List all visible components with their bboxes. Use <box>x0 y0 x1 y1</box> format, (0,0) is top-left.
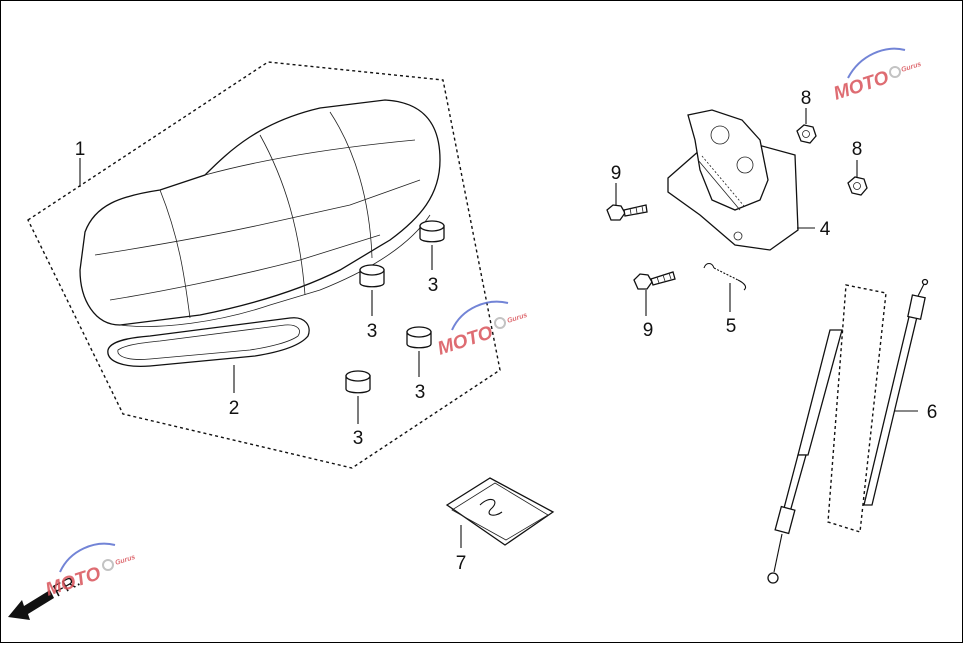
leader-lines <box>79 108 918 548</box>
watermark-gear-icon <box>494 317 506 329</box>
seat-part[interactable] <box>79 99 441 327</box>
watermark-gear-icon <box>102 559 114 571</box>
watermark-bottom-left: MOTO Gurus <box>43 542 136 601</box>
svg-text:MOTO: MOTO <box>831 67 892 105</box>
callout-3-b: 3 <box>367 321 378 342</box>
watermark-swoosh-icon <box>59 542 116 573</box>
seat-group-boundary <box>27 61 501 469</box>
bolt-2[interactable] <box>633 271 676 290</box>
callout-5: 5 <box>726 316 737 337</box>
watermark-top-right: MOTO Gurus <box>831 47 922 105</box>
owner-manual-part[interactable] <box>445 477 555 546</box>
bolt-1[interactable] <box>606 204 648 221</box>
watermark-swoosh-icon <box>847 47 906 79</box>
callout-3-d: 3 <box>353 428 364 449</box>
callout-2: 2 <box>229 398 240 419</box>
watermark-center: MOTO Gurus <box>435 300 528 360</box>
seat-gasket-part[interactable] <box>107 317 310 368</box>
seat-cable-part[interactable] <box>767 278 929 584</box>
callout-8-a: 8 <box>801 88 812 109</box>
callout-9-a: 9 <box>611 163 622 184</box>
seat-lock-assembly[interactable] <box>667 109 799 251</box>
callout-7: 7 <box>456 553 467 574</box>
callout-1: 1 <box>75 139 86 160</box>
callout-3-a: 3 <box>428 275 439 296</box>
rubber-damper-3[interactable] <box>406 326 432 349</box>
rubber-damper-2[interactable] <box>359 264 385 288</box>
svg-text:MOTO: MOTO <box>435 322 496 360</box>
svg-text:Gurus: Gurus <box>114 554 136 567</box>
watermark-swoosh-icon <box>451 300 509 331</box>
rubber-damper-1[interactable] <box>419 220 445 243</box>
watermark-gear-icon <box>889 66 901 78</box>
callout-6: 6 <box>927 402 938 423</box>
svg-text:Gurus: Gurus <box>900 61 922 74</box>
cable-group-boundary <box>827 284 887 533</box>
svg-text:Gurus: Gurus <box>506 312 528 325</box>
callout-4: 4 <box>820 219 831 240</box>
svg-text:MOTO: MOTO <box>43 563 104 601</box>
spring-part[interactable] <box>703 262 747 291</box>
callout-3-c: 3 <box>415 382 426 403</box>
rubber-damper-4[interactable] <box>345 370 371 394</box>
callout-8-b: 8 <box>852 139 863 160</box>
nut-1[interactable] <box>796 124 817 144</box>
callout-9-b: 9 <box>643 320 654 341</box>
front-arrow-icon <box>8 590 54 620</box>
nut-2[interactable] <box>847 176 868 196</box>
